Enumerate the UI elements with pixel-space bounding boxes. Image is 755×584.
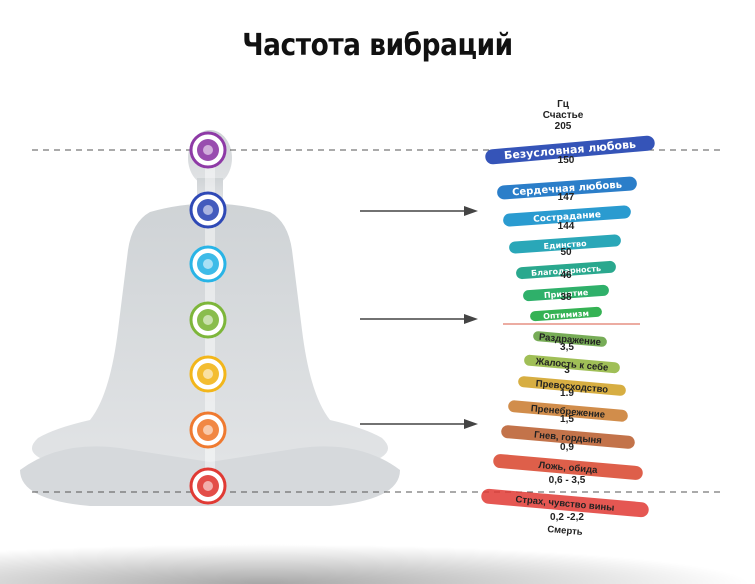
pointer-arrows [360, 206, 478, 429]
scale-high-band-7: Оптимизм [530, 306, 602, 322]
scale-high-value-0: 205 [555, 121, 572, 132]
scale-high-value-3: 144 [558, 221, 575, 232]
scale-low-value-5: 0,6 - 3,5 [549, 475, 586, 486]
scale-low-label-1: Жалость к себе [534, 356, 609, 373]
scale-low-value-1: 3 [564, 365, 570, 376]
chakra-4 [189, 301, 227, 339]
scale-high-label-3: Сострадание [533, 210, 601, 225]
scale-high-value-6: 38 [560, 292, 572, 303]
scale-high-band-6: Принятие [523, 284, 609, 302]
scale-high-value-4: 50 [560, 247, 572, 258]
scale-high-label-6: Принятие [544, 288, 589, 300]
scale-high-band-3: Сострадание [503, 205, 631, 227]
chakra-column [189, 131, 227, 505]
scale-high-band-4: Единство [509, 234, 621, 254]
chakra-5 [189, 355, 227, 393]
scale-low-value-0: 3,5 [560, 342, 574, 353]
arrow-upper [360, 206, 478, 216]
scale-high-value-2: 147 [558, 192, 575, 203]
scale-low-label-7: Смерть [547, 524, 583, 538]
scale-high-value-1: 150 [558, 155, 575, 166]
scale-low-value-2: 1.9 [560, 388, 574, 399]
chakra-6 [189, 411, 227, 449]
bottom-shadow [0, 544, 755, 584]
unit-label: Гц [557, 99, 570, 110]
chakra-2 [189, 191, 227, 229]
arrow-lower [360, 419, 478, 429]
scale-high-band-5: Благодарность [516, 260, 616, 280]
scale-low-value-4: 0,9 [560, 442, 574, 453]
scale-high-label-7: Оптимизм [543, 309, 589, 321]
scale-low-value-6: 0,2 -2,2 [550, 512, 584, 523]
arrow-middle [360, 314, 478, 324]
scale-high-value-5: 46 [560, 270, 572, 281]
chakra-1 [189, 131, 227, 169]
scale-low-band-7: Смерть [547, 524, 583, 538]
chakra-3 [189, 245, 227, 283]
page-title: Частота вибраций [242, 28, 513, 63]
chakra-7 [189, 467, 227, 505]
scale-low-label-5: Ложь, обида [538, 460, 598, 476]
scale-low-value-3: 1,5 [560, 414, 574, 425]
scale-low-label-0: Раздражение [538, 332, 601, 348]
scale-low-band-0: Раздражение [533, 331, 607, 348]
scale-low-band-1: Жалость к себе [524, 354, 620, 374]
scale-low-band-5: Ложь, обида [493, 454, 643, 480]
scale-high-label-4: Единство [543, 239, 587, 251]
scale-high-label-0: Счастье [543, 110, 584, 121]
